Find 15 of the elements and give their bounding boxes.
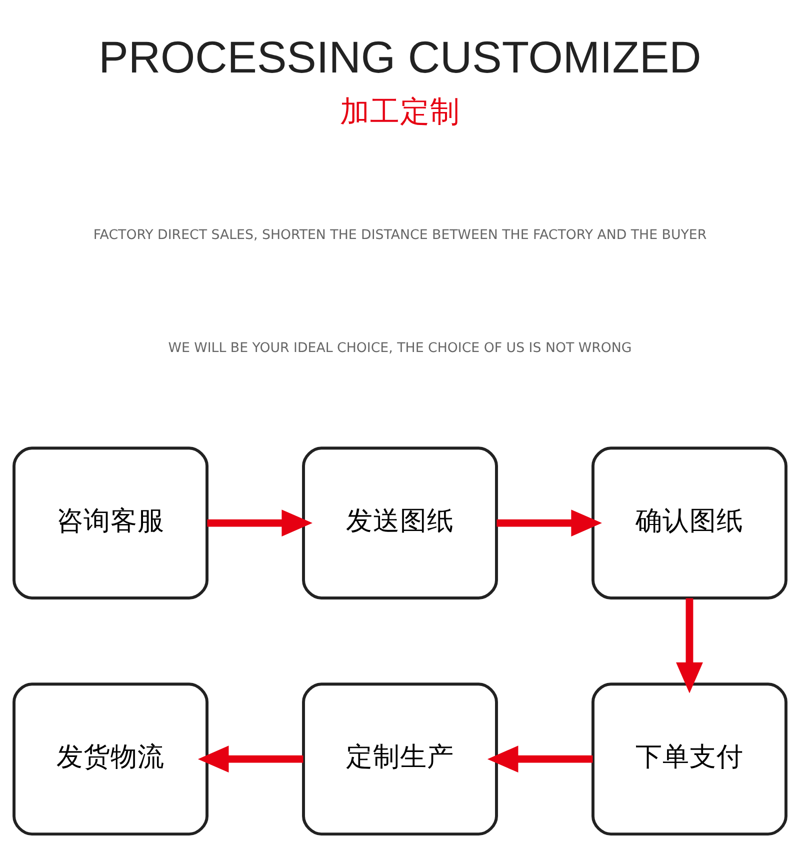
node-box: 定制生产 [302,682,498,836]
node-box: 发送图纸 [302,446,498,599]
arrow [207,509,312,536]
node-box: 下单支付 [592,682,788,836]
node-box: 确认图纸 [592,446,788,599]
diagram-title: PROCESSING CUSTOMIZED [98,33,702,82]
arrow [496,509,602,536]
arrow [487,745,593,772]
arrow [198,745,304,772]
label: WE WILL BE YOUR IDEAL CHOICE, THE CHOICE OF US IS NOT WRONG [168,340,632,356]
label: 加工定制 [340,94,460,129]
node-box: 发货物流 [12,682,208,836]
arrow [676,598,703,693]
label: FACTORY DIRECT SALES, SHORTEN THE DISTANCE BETWEEN THE FACTORY AND THE BUYER [93,228,707,243]
node-box: 咨询客服 [12,446,208,599]
